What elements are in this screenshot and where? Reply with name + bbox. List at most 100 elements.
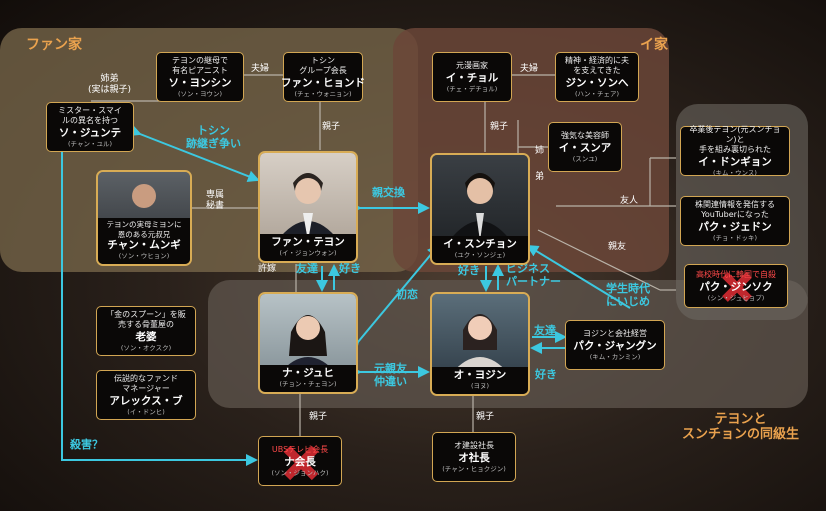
person-reading: (ソン・ウヒョン) xyxy=(118,252,170,260)
person-photo-teyon: ファン・テヨン (イ・ジョンウォン) xyxy=(258,151,358,263)
person-desc: オ建設社長 xyxy=(454,440,494,450)
person-name: パク・ジェドン xyxy=(698,220,772,233)
person-box-jangun: ヨジンと会社経営 パク・ジャングン (キム・カンミン) xyxy=(565,320,665,370)
person-photo-sunchon: イ・スンチョン (ユク・ソンジェ) xyxy=(430,153,530,265)
person-desc: テヨンの継母で 有名ピアニスト xyxy=(172,55,228,75)
person-desc: 強気な美容師 xyxy=(561,130,609,140)
person-reading: (チェ・デチョル) xyxy=(446,84,498,93)
person-reading: (キム・ウンス) xyxy=(713,168,757,177)
person-photo-juhi: ナ・ジュヒ (チョン・チェヨン) xyxy=(258,292,358,394)
person-desc: 伝説的なファンド マネージャー xyxy=(114,373,178,393)
relation-fiance: 許嫁 xyxy=(258,264,277,274)
person-name: パク・ジャングン xyxy=(573,339,657,352)
person-desc: 株関連情報を発信する YouTuberになった xyxy=(695,199,775,219)
person-photo-yojin: オ・ヨジン (ヨヌ) xyxy=(430,292,530,396)
label-like-1: 好き xyxy=(339,262,361,275)
person-box-youngshin: テヨンの継母で 有名ピアニスト ソ・ヨンシン (ソン・ヨウン) xyxy=(156,52,244,102)
portrait-icon xyxy=(279,315,337,374)
relation-parent-child-yojin: 親子 xyxy=(476,412,495,422)
relation-brother: 弟 xyxy=(535,172,545,182)
person-name: オ・ヨジン xyxy=(453,369,507,381)
person-name: ナ・ジュヒ xyxy=(282,367,334,379)
person-reading: (ソン・ヨウン) xyxy=(177,89,223,98)
person-reading: (イ・ドンヒ) xyxy=(127,407,165,416)
label-first-love: 初恋 xyxy=(396,288,418,301)
relation-sister-brother: 姉弟 (実は親子) xyxy=(88,74,132,95)
person-name: イ・スンア xyxy=(558,141,612,154)
person-box-sonhe: 精神・経済的に夫 を支えてきた ジン・ソンへ (ハン・チェア) xyxy=(555,52,639,102)
person-reading: (ヨヌ) xyxy=(470,382,490,390)
person-name: ソ・ヨンシン xyxy=(168,76,232,89)
label-friends-1: 友達 xyxy=(296,262,318,275)
label-friendship-swap: 親交換 xyxy=(372,186,405,199)
deceased-x-icon xyxy=(283,445,319,481)
person-photo-mungi: テヨンの実母ミヨンに 恩のある元叔兄 チャン・ムンギ (ソン・ウヒョン) xyxy=(96,170,192,266)
person-name: ファン・テヨン xyxy=(271,236,345,248)
person-box-jinsok: 高校時代に韓国で自殺 パク・ジンソク (シン・ジュヒョプ) xyxy=(684,264,788,308)
person-name: アレックス・ブ xyxy=(109,394,183,407)
relation-best-friend: 親友 xyxy=(608,242,627,252)
person-desc: UBSテレビ会長 xyxy=(271,444,329,454)
relation-couple-fan: 夫婦 xyxy=(251,64,270,74)
person-desc: 元漫画家 xyxy=(456,60,488,70)
person-name: オ社長 xyxy=(458,451,490,464)
person-desc: 卒業後テヨン(元スンチョン)と 手を組み裏切られた xyxy=(689,124,781,154)
label-school-bullying: 学生時代 にいじめ xyxy=(606,282,650,308)
person-desc: 高校時代に韓国で自殺 xyxy=(696,269,776,279)
relation-friend: 友人 xyxy=(620,196,639,206)
label-like-3: 好き xyxy=(535,368,557,381)
label-murder: 殺害？ xyxy=(70,438,103,451)
person-reading: (シン・ジュヒョプ) xyxy=(707,293,765,302)
person-reading: (チャン・ヒョクジン) xyxy=(442,464,506,473)
relation-sister: 姉 xyxy=(535,146,545,156)
relation-couple-i: 夫婦 xyxy=(520,64,539,74)
person-reading: (ハン・チェア) xyxy=(574,89,620,98)
person-name: イ・ドンギョン xyxy=(698,155,772,168)
person-desc: ヨジンと会社経営 xyxy=(583,328,647,338)
person-box-junte: ミスター・スマイ ルの異名を持つ ソ・ジュンテ (チャン・ユル) xyxy=(46,102,134,152)
person-box-jedon: 株関連情報を発信する YouTuberになった パク・ジェドン (チョ・ドッキ) xyxy=(680,196,790,246)
person-desc: テヨンの実母ミヨンに 恩のある元叔兄 xyxy=(106,220,182,239)
label-former-best-friends: 元親友 仲違い xyxy=(374,362,407,388)
person-name: チャン・ムンギ xyxy=(107,239,181,251)
person-box-chol: 元漫画家 イ・チョル (チェ・デチョル) xyxy=(432,52,512,102)
person-name: パク・ジンソク xyxy=(699,280,773,293)
i-family-label: イ家 xyxy=(640,37,668,53)
deceased-x-icon xyxy=(722,272,752,302)
person-box-dongyon: 卒業後テヨン(元スンチョン)と 手を組み裏切られた イ・ドンギョン (キム・ウン… xyxy=(680,124,790,177)
person-box-o-president: オ建設社長 オ社長 (チャン・ヒョクジン) xyxy=(432,432,516,482)
person-name: 老婆 xyxy=(135,330,157,343)
person-reading: (チョ・ドッキ) xyxy=(712,233,758,242)
person-reading: (チャン・ユル) xyxy=(67,139,112,148)
person-box-suna: 強気な美容師 イ・スンア (スンユ) xyxy=(548,122,622,172)
relation-parent-child-fan: 親子 xyxy=(322,122,341,132)
label-succession-fight: トシン 跡継ぎ争い xyxy=(186,124,241,150)
person-desc: トシン グループ会長 xyxy=(299,55,347,75)
person-reading: (チョン・チェヨン) xyxy=(279,380,337,388)
fan-family-label: ファン家 xyxy=(26,37,82,53)
person-name: ナ会長 xyxy=(284,455,316,468)
person-reading: (イ・ジョンウォン) xyxy=(279,249,337,257)
person-name: ソ・ジュンテ xyxy=(58,126,122,139)
person-name: ファン・ヒョンド xyxy=(281,76,365,89)
person-name: イ・チョル xyxy=(445,71,499,84)
person-name: ジン・ソンへ xyxy=(565,76,629,89)
person-box-na-chairman: UBSテレビ会長 ナ会長 (ソン・ジョンハク) xyxy=(258,436,342,486)
relation-secretary: 専属 秘書 xyxy=(206,190,225,211)
person-desc: 精神・経済的に夫 を支えてきた xyxy=(565,55,629,75)
person-reading: (キム・カンミン) xyxy=(589,352,641,361)
person-reading: (チェ・ウォニョン) xyxy=(294,89,352,98)
person-box-hyeondo: トシン グループ会長 ファン・ヒョンド (チェ・ウォニョン) xyxy=(281,52,365,102)
person-reading: (ソン・ジョンハク) xyxy=(271,468,329,477)
relation-parent-child-i: 親子 xyxy=(490,122,509,132)
portrait-icon xyxy=(449,173,511,241)
label-friends-2: 友達 xyxy=(534,324,556,337)
person-desc: 「金のスプーン」を販 売する骨董屋の xyxy=(106,309,186,329)
person-name: イ・スンチョン xyxy=(443,238,517,250)
person-box-roba: 「金のスプーン」を販 売する骨董屋の 老婆 (ソン・オクスク) xyxy=(96,306,196,356)
person-reading: (スンユ) xyxy=(572,154,598,163)
label-business-partner: ビジネス パートナー xyxy=(506,262,561,288)
person-reading: (ソン・オクスク) xyxy=(120,343,172,352)
portrait-icon xyxy=(277,173,339,241)
